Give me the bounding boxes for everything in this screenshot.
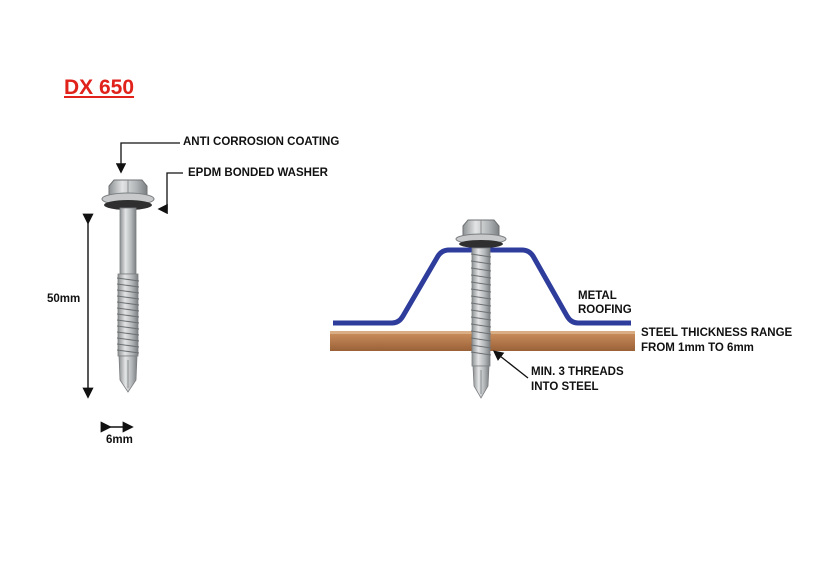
diameter-label: 6mm — [106, 434, 133, 446]
washer-label: EPDM BONDED WASHER — [188, 167, 328, 179]
coating-leader — [115, 142, 180, 174]
product-title: DX 650 — [64, 76, 135, 99]
steel-label-line1: STEEL THICKNESS RANGE — [641, 327, 793, 339]
threads-leader — [492, 350, 529, 379]
length-label: 50mm — [47, 293, 81, 305]
washer-leader — [157, 172, 183, 215]
roofing-label-line2: ROOFING — [578, 304, 632, 316]
screw-left — [101, 179, 155, 393]
threads-label-line2: INTO STEEL — [531, 381, 599, 393]
screw-installed — [455, 219, 507, 399]
steel-label-line2: FROM 1mm TO 6mm — [641, 342, 754, 354]
roofing-label-line1: METAL — [578, 290, 617, 302]
coating-label: ANTI CORROSION COATING — [183, 136, 340, 148]
threads-label-line1: MIN. 3 THREADS — [531, 366, 624, 378]
